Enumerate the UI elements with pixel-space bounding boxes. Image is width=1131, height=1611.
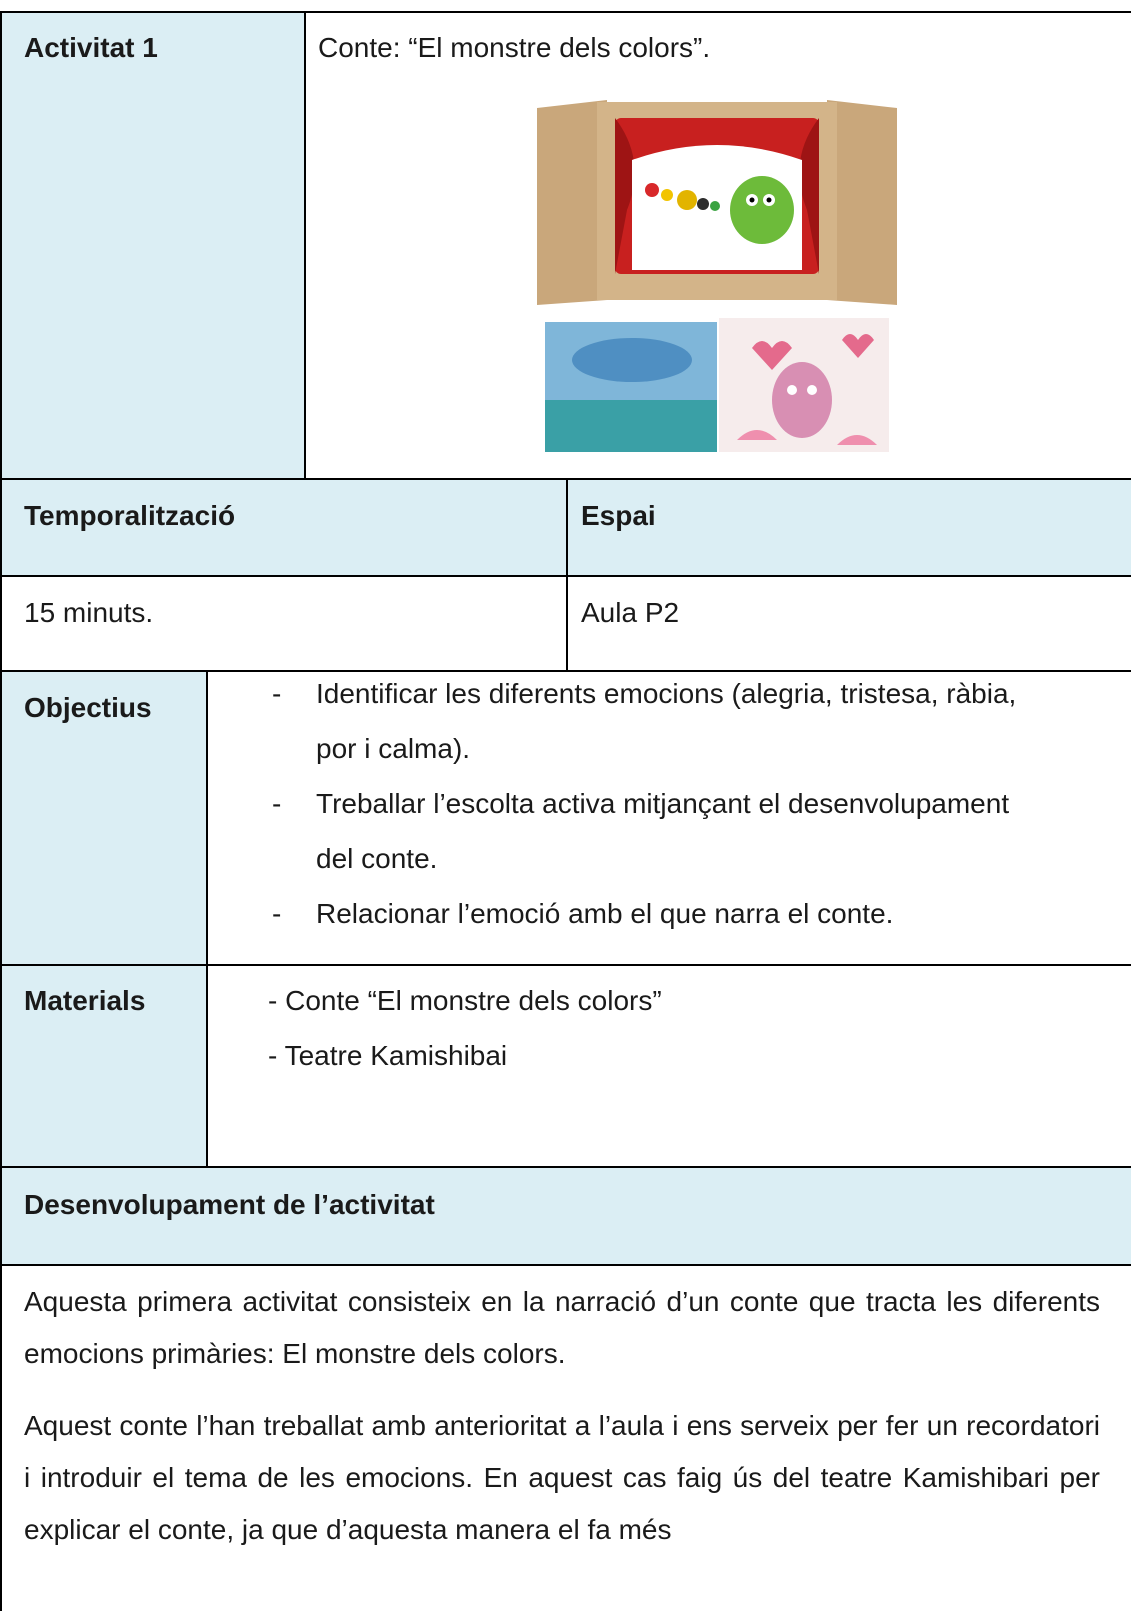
objective-line: por i calma).: [316, 733, 471, 764]
table-border: [0, 1166, 1131, 1168]
timing-value: 15 minuts.: [24, 597, 154, 628]
objective-item: -Identificar les diferents emocions (ale…: [272, 678, 1017, 709]
table-border: [0, 11, 2, 1611]
space-label: Espai: [581, 500, 656, 531]
table-border: [0, 11, 1131, 13]
material-item: - Conte “El monstre dels colors”: [268, 985, 662, 1016]
table-border: [304, 11, 306, 480]
materials-label-cell: [0, 966, 207, 1166]
activity-label-cell: [0, 12, 305, 478]
objective-line: Relacionar l’emoció amb el que narra el …: [316, 898, 894, 929]
objectives-label-cell: [0, 672, 207, 964]
space-value: Aula P2: [581, 597, 680, 628]
development-body: Aquesta primera activitat consisteix en …: [24, 1276, 1100, 1556]
activity-title: Conte: “El monstre dels colors”.: [318, 32, 711, 63]
development-paragraph: Aquesta primera activitat consisteix en …: [24, 1286, 1100, 1369]
objective-item-continued: por i calma).: [316, 721, 1106, 776]
objective-item-continued: del conte.: [316, 831, 1106, 886]
table-border: [0, 1264, 1131, 1266]
timing-label: Temporalització: [24, 500, 236, 531]
table-border: [0, 575, 1131, 577]
activity-label: Activitat 1: [24, 32, 158, 63]
development-header-cell: [0, 1168, 1131, 1264]
objective-line: Identificar les diferents emocions (aleg…: [316, 678, 1017, 709]
objective-item: -Treballar l’escolta activa mitjançant e…: [272, 788, 1010, 819]
table-border: [206, 670, 208, 1168]
objective-line: Treballar l’escolta activa mitjançant el…: [316, 788, 1010, 819]
table-border: [0, 670, 1131, 672]
table-border: [566, 478, 568, 672]
development-label: Desenvolupament de l’activitat: [24, 1189, 435, 1220]
table-border: [0, 478, 1131, 480]
kamishibai-illustration: [537, 100, 908, 452]
materials-label: Materials: [24, 985, 146, 1016]
objective-line: del conte.: [316, 843, 438, 874]
objective-item: -Relacionar l’emoció amb el que narra el…: [272, 898, 894, 929]
objectives-label: Objectius: [24, 692, 152, 723]
material-item: - Teatre Kamishibai: [268, 1040, 508, 1071]
development-paragraph: Aquest conte l’han treballat amb anterio…: [24, 1410, 1100, 1545]
timing-header-cell: [0, 480, 1131, 576]
kamishibai-theatre-image: [537, 100, 897, 452]
table-border: [0, 964, 1131, 966]
objectives-list: -Identificar les diferents emocions (ale…: [272, 666, 1106, 941]
